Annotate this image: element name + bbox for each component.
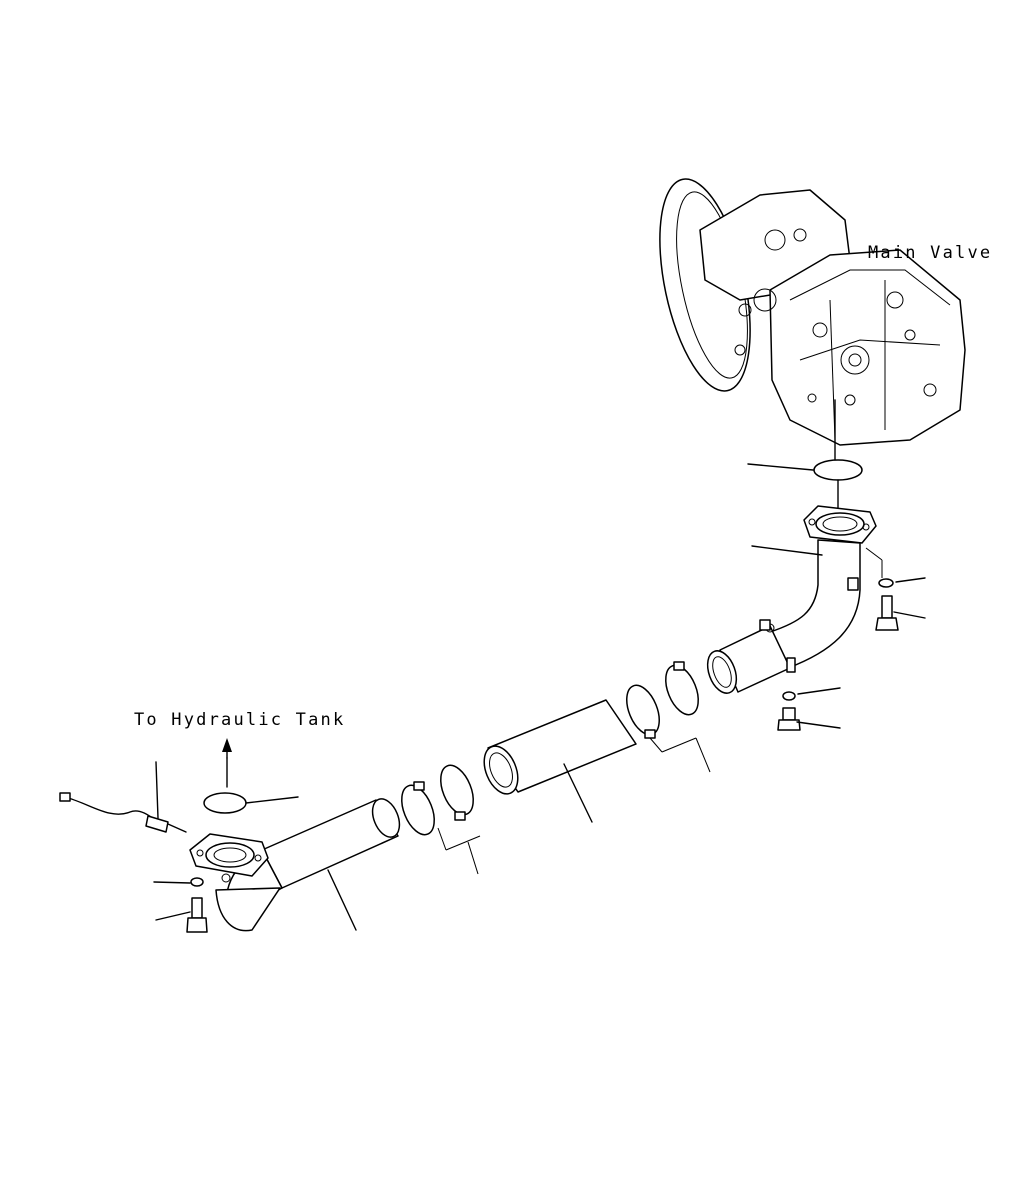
hose-clamps-lower bbox=[401, 764, 481, 875]
rubber-hose bbox=[483, 699, 637, 823]
lower-washer-bolt bbox=[153, 877, 208, 933]
main-valve-drawing bbox=[659, 178, 966, 446]
flange-washer-bolt bbox=[865, 547, 926, 631]
main-valve-label: Main Valve bbox=[868, 243, 992, 263]
drain-plug bbox=[777, 687, 841, 731]
o-ring-tank bbox=[203, 757, 299, 814]
hydraulic-tank-label: To Hydraulic Tank bbox=[134, 710, 345, 730]
temperature-sensor bbox=[59, 761, 187, 833]
hose-clamps-upper bbox=[626, 661, 711, 773]
lower-elbow-pipe bbox=[189, 798, 401, 932]
upper-elbow-pipe bbox=[706, 479, 877, 694]
o-ring-valve bbox=[747, 399, 863, 481]
arrow-up-icon bbox=[222, 738, 232, 759]
